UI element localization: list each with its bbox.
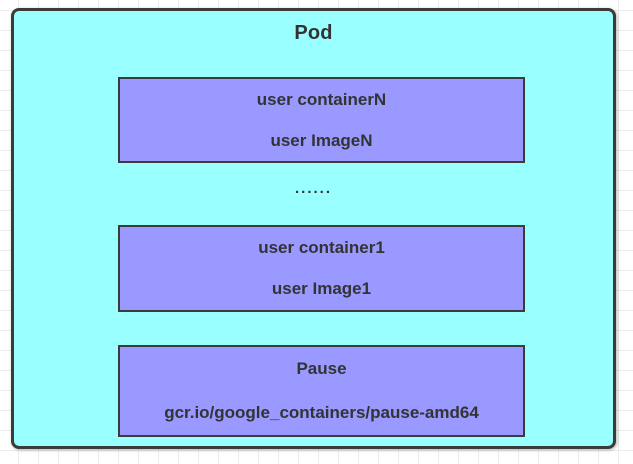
container-1-image: user Image1 — [271, 279, 372, 299]
container-box-1: user container1 user Image1 — [118, 225, 525, 312]
container-1-name: user container1 — [258, 237, 385, 257]
container-box-pause: Pause gcr.io/google_containers/pause-amd… — [118, 345, 525, 437]
container-box-n: user containerN user ImageN — [118, 77, 525, 163]
pause-name: Pause — [296, 359, 347, 378]
ellipsis-label: ...... — [294, 180, 332, 197]
container-n-name: user containerN — [256, 89, 387, 109]
pod-group: Pod user containerN user ImageN ...... u… — [11, 8, 616, 449]
pod-title: Pod — [294, 22, 333, 44]
pause-image: gcr.io/google_containers/pause-amd64 — [164, 403, 479, 422]
container-n-image: user ImageN — [270, 130, 373, 150]
